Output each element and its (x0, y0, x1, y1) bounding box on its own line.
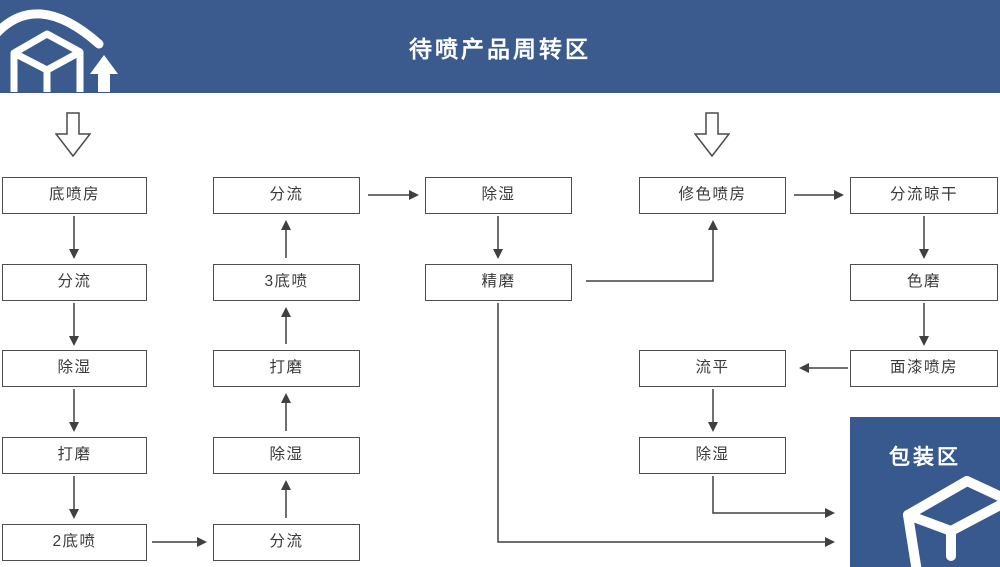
flow-step-box: 分流晾干 (850, 177, 998, 214)
flow-step-box: 打磨 (213, 350, 360, 387)
packaging-zone-label: 包装区 (889, 446, 961, 469)
flow-step-box: 打磨 (2, 437, 147, 474)
flow-step-box: 分流 (2, 264, 147, 301)
page-title: 待喷产品周转区 (409, 35, 591, 62)
connector-arrow (497, 303, 835, 547)
flow-step-box: 3底喷 (213, 264, 360, 301)
connector-arrow (586, 220, 718, 282)
top-banner: 待喷产品周转区 (0, 0, 1000, 93)
entry-arrow-down-icon (694, 112, 730, 158)
packaging-zone: 包装区 (850, 417, 1000, 567)
flow-step-box: 修色喷房 (639, 177, 786, 214)
flow-step-box: 精磨 (425, 264, 572, 301)
flow-step-box: 分流 (213, 524, 360, 561)
flow-step-box: 面漆喷房 (850, 350, 998, 387)
entry-arrow-down-icon (55, 112, 91, 158)
package-cube-icon (903, 476, 1000, 567)
flow-step-box: 流平 (639, 350, 786, 387)
logo-cube-arc-icon (0, 9, 118, 92)
flow-step-box: 除湿 (425, 177, 572, 214)
flow-step-box: 除湿 (639, 437, 786, 474)
flow-step-box: 底喷房 (2, 177, 147, 214)
flow-step-box: 除湿 (213, 437, 360, 474)
flow-step-box: 色磨 (850, 264, 998, 301)
flow-step-box: 除湿 (2, 350, 147, 387)
connector-arrow (712, 476, 835, 518)
flow-step-box: 分流 (213, 177, 360, 214)
flow-step-box: 2底喷 (2, 524, 147, 561)
